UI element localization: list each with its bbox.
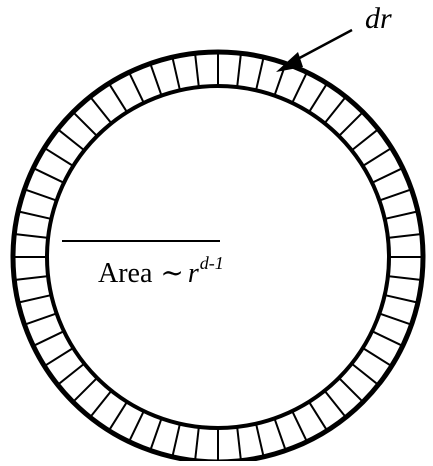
shell-partition (379, 313, 411, 324)
area-base: r (188, 258, 199, 289)
area-label: Area~rd-1 (98, 258, 224, 291)
shell-partition (73, 378, 97, 402)
shell-partition (352, 364, 379, 385)
area-tilde: ~ (160, 256, 183, 289)
shell-partition (339, 112, 363, 136)
shell-partition (292, 411, 307, 442)
shell-partition (109, 402, 127, 431)
shell-partition (195, 53, 199, 87)
shell-partition (195, 427, 199, 461)
shell-partition (385, 211, 418, 219)
shell-partition (150, 418, 161, 450)
shell-partition (44, 148, 73, 166)
shell-partition (18, 295, 51, 303)
shell-partition (237, 427, 241, 461)
shell-partition (352, 129, 379, 150)
shell-partition (90, 391, 111, 418)
shell-partition (309, 402, 327, 431)
shell-partition (363, 148, 392, 166)
shell-partition (90, 97, 111, 124)
shell-partition (388, 234, 422, 238)
shell-partition (388, 276, 422, 280)
shell-partition (385, 295, 418, 303)
shell-partition (25, 189, 57, 200)
shell-partition (256, 57, 264, 90)
shell-partition (44, 348, 73, 366)
shell-partition (363, 348, 392, 366)
shell-partition (172, 57, 180, 90)
shell-partition (129, 411, 144, 442)
area-word: Area (98, 258, 152, 289)
shell-partition (109, 83, 127, 112)
shell-partition (25, 313, 57, 324)
area-exponent: d-1 (200, 253, 224, 273)
shell-partition (33, 168, 64, 183)
shell-partition (325, 391, 346, 418)
shell-partition (58, 129, 85, 150)
shell-partition (274, 418, 285, 450)
shell-partition (372, 168, 403, 183)
shell-partition (339, 378, 363, 402)
shell-partition (33, 331, 64, 346)
dr-label: dr (365, 4, 392, 34)
shell-partition (309, 83, 327, 112)
shell-partition (172, 424, 180, 457)
shell-partition (372, 331, 403, 346)
shell-partition (14, 276, 48, 280)
shell-partition (73, 112, 97, 136)
shell-partition (14, 234, 48, 238)
dr-arrow-shaft (292, 30, 352, 62)
shell-partition (292, 72, 307, 103)
shell-partition (237, 53, 241, 87)
shell-partition (129, 72, 144, 103)
shell-partition (58, 364, 85, 385)
shell-partition (325, 97, 346, 124)
shell-partition (256, 424, 264, 457)
shell-partition (18, 211, 51, 219)
shell-partition (150, 64, 161, 96)
shell-partition (379, 189, 411, 200)
